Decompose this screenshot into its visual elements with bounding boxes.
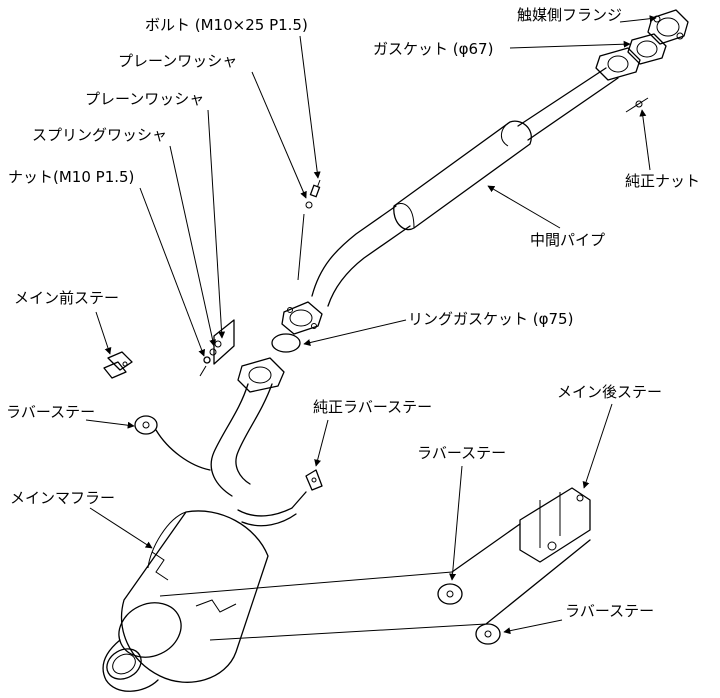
label-oem-rubber-stay: 純正ラバーステー [313, 398, 432, 416]
rubber-stay-mid [437, 583, 463, 605]
label-rubber-stay-right: ラバーステー [565, 602, 654, 620]
label-middle-pipe: 中間パイプ [530, 231, 605, 249]
label-plain-washer-1: プレーンワッシャ [118, 52, 237, 70]
ring-gasket-75 [271, 333, 301, 353]
label-nut: ナット(M10 P1.5) [8, 168, 134, 186]
gasket-67 [627, 33, 667, 65]
label-rubber-stay-left: ラバーステー [6, 403, 95, 421]
main-muffler-pipe [210, 357, 307, 527]
rubber-stay-left [134, 415, 211, 471]
label-bolt: ボルト (M10×25 P1.5) [145, 16, 308, 34]
main-rear-stay [451, 487, 591, 625]
middle-pipe [281, 47, 641, 335]
label-spring-washer: スプリングワッシャ [32, 126, 167, 144]
main-muffler-body [102, 510, 269, 692]
label-main-rear-stay: メイン後ステー [557, 383, 662, 401]
label-catalyst-flange: 触媒側フランジ [517, 6, 622, 24]
label-oem-nut: 純正ナット [625, 172, 700, 190]
rubber-stay-right [475, 623, 501, 645]
extension-line-upper [159, 571, 453, 597]
label-gasket-67: ガスケット (φ67) [373, 40, 493, 58]
label-main-muffler: メインマフラー [10, 489, 115, 507]
main-front-stay [103, 351, 133, 379]
label-rubber-stay-mid: ラバーステー [417, 444, 506, 462]
extension-line-lower [209, 623, 487, 641]
label-plain-washer-2: プレーンワッシャ [85, 90, 204, 108]
nut-washer-stack [199, 319, 235, 377]
oem-rubber-stay [305, 469, 323, 491]
bolt-stack [297, 179, 321, 281]
leader-lines [85, 15, 657, 635]
label-ring-gasket-75: リングガスケット (φ75) [408, 310, 573, 328]
catalyst-flange [647, 9, 689, 45]
label-main-front-stay: メイン前ステー [14, 289, 119, 307]
oem-nut [625, 97, 649, 113]
